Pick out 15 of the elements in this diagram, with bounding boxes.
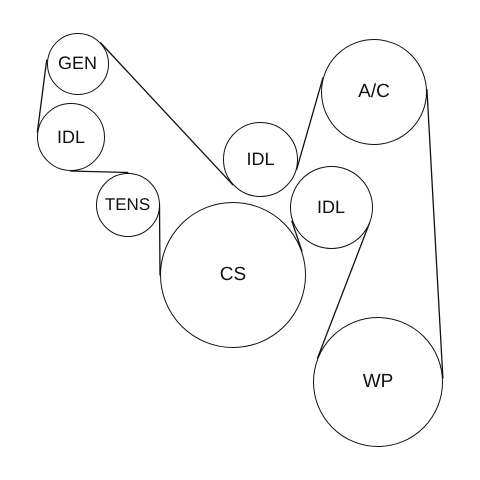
pulley-label: TENS <box>104 194 150 214</box>
pulley-label: IDL <box>316 197 345 218</box>
pulley-circle <box>46 32 108 94</box>
pulley-label: WP <box>362 371 394 393</box>
belt-line <box>296 77 324 170</box>
belt-line <box>426 89 444 378</box>
pulley-label: CS <box>220 264 246 286</box>
pulley-label: GEN <box>58 53 97 74</box>
pulley-label: IDL <box>246 149 274 170</box>
belt-line <box>36 59 48 133</box>
belt-line <box>70 170 128 174</box>
belt-line <box>291 220 303 252</box>
belt-line <box>100 42 234 186</box>
pulley-label: IDL <box>56 126 85 148</box>
pulley-label: A/C <box>358 81 390 103</box>
